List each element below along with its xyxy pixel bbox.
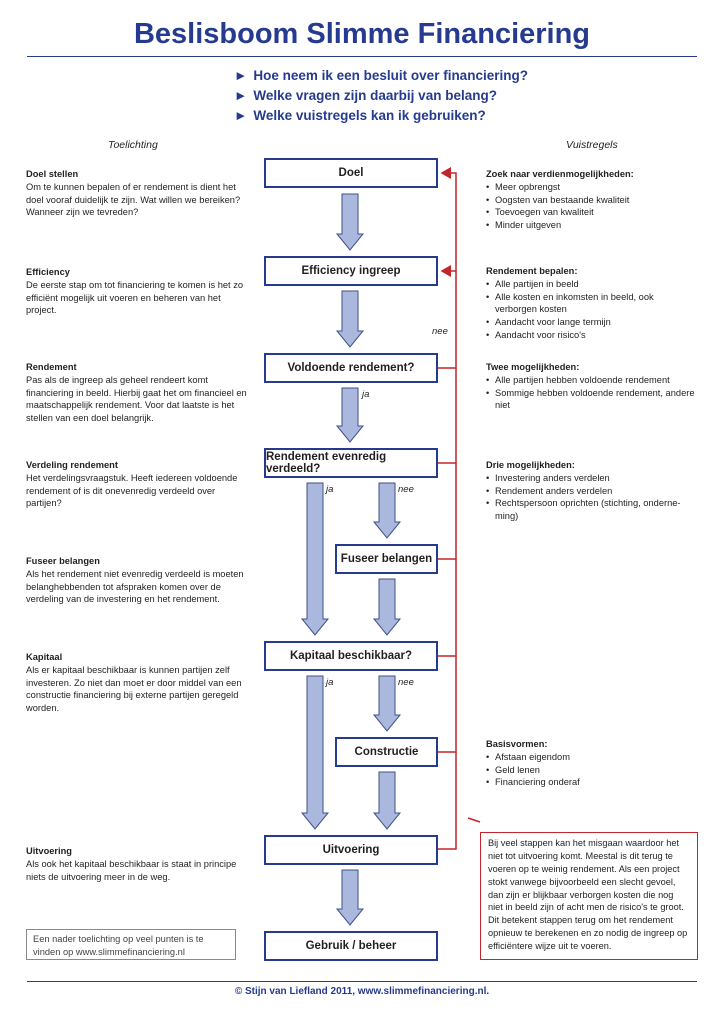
list-item: Investering anders verdelen [486, 472, 698, 485]
box-constructie: Constructie [335, 737, 438, 767]
section-text: Het verdelingsvraagstuk. Heeft iedereen … [26, 472, 238, 509]
rules-heading: Twee mogelijkheden: [486, 362, 580, 372]
box-rendement-evenredig-verdeeld: Rendement evenredig verdeeld? [264, 448, 438, 478]
rules-heading: Rendement bepalen: [486, 266, 578, 276]
section-text: Als ook het kapitaal beschikbaar is staa… [26, 858, 237, 882]
section-fuseer-belangen: Fuseer belangen Als het rendement niet e… [26, 555, 251, 606]
rules-list: Alle partijen in beeld Alle kosten en in… [486, 278, 698, 342]
list-item: Oogsten van bestaande kwaliteit [486, 194, 698, 207]
label-nee: nee [398, 677, 414, 688]
rules-heading: Drie mogelijkheden: [486, 460, 575, 470]
page-title: Beslisboom Slimme Financiering [133, 18, 591, 50]
arrow-kapitaal-to-constructie [372, 675, 402, 732]
rules-twee-mogelijkheden: Twee mogelijkheden: Alle partijen hebben… [486, 361, 698, 412]
arrow-rendement-to-verdeling [335, 387, 365, 443]
arrow-uitvoering-to-gebruik [335, 869, 365, 926]
website-note: Een nader toelichting op veel punten is … [26, 929, 236, 960]
section-heading: Efficiency [26, 267, 70, 277]
label-ja: ja [326, 677, 334, 688]
label-nee: nee [432, 326, 448, 337]
section-kapitaal: Kapitaal Als er kapitaal beschikbaar is … [26, 651, 251, 715]
label-ja: ja [362, 389, 370, 400]
footer-credit: © Stijn van Liefland 2011, www.slimmefin… [234, 986, 490, 997]
section-verdeling-rendement: Verdeling rendement Het verdelingsvraags… [26, 459, 251, 510]
list-item: Aandacht voor lange termijn [486, 316, 698, 329]
rules-basisvormen: Basisvormen: Afstaan eigendom Geld lenen… [486, 738, 698, 789]
box-voldoende-rendement: Voldoende rendement? [264, 353, 438, 383]
box-fuseer-belangen: Fuseer belangen [335, 544, 438, 574]
list-item: Sommige hebben voldoende rendement, ande… [486, 387, 698, 413]
arrow-efficiency-to-rendement [335, 290, 365, 348]
list-item: Alle partijen in beeld [486, 278, 698, 291]
triangle-bullet-icon: ► [234, 68, 248, 83]
section-text: Pas als de ingreep als geheel rendeert k… [26, 374, 247, 424]
section-heading: Uitvoering [26, 846, 72, 856]
list-item: Meer opbrengst [486, 181, 698, 194]
section-text: De eerste stap om tot financiering te ko… [26, 279, 244, 316]
section-rendement: Rendement Pas als de ingreep als geheel … [26, 361, 251, 425]
rules-verdienmogelijkheden: Zoek naar verdienmogelijkheden: Meer opb… [486, 168, 698, 232]
question-2: ►Welke vragen zijn daarbij van belang? [234, 88, 497, 103]
left-column-heading: Toelichting [108, 139, 158, 151]
box-uitvoering: Uitvoering [264, 835, 438, 865]
section-heading: Doel stellen [26, 169, 79, 179]
list-item: Aandacht voor risico's [486, 329, 698, 342]
title-rule [27, 56, 697, 57]
rules-drie-mogelijkheden: Drie mogelijkheden: Investering anders v… [486, 459, 698, 523]
arrow-kapitaal-ja-to-uitvoering [300, 675, 330, 830]
rules-list: Alle partijen hebben voldoende rendement… [486, 374, 698, 412]
section-heading: Verdeling rendement [26, 460, 118, 470]
section-doel-stellen: Doel stellen Om te kunnen bepalen of er … [26, 168, 251, 219]
feedback-note: Bij veel stappen kan het misgaan waardoo… [480, 832, 698, 960]
rules-heading: Zoek naar verdienmogelijkheden: [486, 169, 634, 179]
list-item: Alle partijen hebben voldoende rendement [486, 374, 698, 387]
arrow-verdeling-ja-to-kapitaal [300, 482, 330, 636]
arrow-verdeling-to-fuseer [372, 482, 402, 539]
rules-list: Investering anders verdelen Rendement an… [486, 472, 698, 523]
footer-rule [27, 981, 697, 982]
list-item: Toevoegen van kwaliteit [486, 206, 698, 219]
arrow-doel-to-efficiency [335, 193, 365, 251]
section-efficiency: Efficiency De eerste stap om tot financi… [26, 266, 251, 317]
section-uitvoering: Uitvoering Als ook het kapitaal beschikb… [26, 845, 251, 883]
label-nee: nee [398, 484, 414, 495]
box-kapitaal-beschikbaar: Kapitaal beschikbaar? [264, 641, 438, 671]
section-text: Om te kunnen bepalen of er rendement is … [26, 181, 241, 218]
list-item: Alle kosten en inkomsten in beeld, ook v… [486, 291, 698, 317]
rules-list: Afstaan eigendom Geld lenen Financiering… [486, 751, 698, 789]
list-item: Rendement anders verdelen [486, 485, 698, 498]
box-efficiency-ingreep: Efficiency ingreep [264, 256, 438, 286]
box-gebruik-beheer: Gebruik / beheer [264, 931, 438, 961]
arrow-constructie-to-uitvoering [372, 771, 402, 830]
list-item: Minder uitgeven [486, 219, 698, 232]
section-text: Als het rendement niet evenredig verdeel… [26, 568, 244, 605]
box-doel: Doel [264, 158, 438, 188]
label-ja: ja [326, 484, 334, 495]
rules-heading: Basisvormen: [486, 739, 548, 749]
triangle-bullet-icon: ► [234, 88, 248, 103]
rules-list: Meer opbrengst Oogsten van bestaande kwa… [486, 181, 698, 232]
right-column-heading: Vuistregels [566, 139, 618, 151]
feedback-line-main [438, 167, 457, 850]
section-text: Als er kapitaal beschikbaar is kunnen pa… [26, 664, 242, 714]
rules-rendement-bepalen: Rendement bepalen: Alle partijen in beel… [486, 265, 698, 342]
triangle-bullet-icon: ► [234, 108, 248, 123]
list-item: Financiering onderaf [486, 776, 698, 789]
question-3: ►Welke vuistregels kan ik gebruiken? [234, 108, 486, 123]
list-item: Geld lenen [486, 764, 698, 777]
list-item: Rechtspersoon oprichten (stichting, onde… [486, 497, 698, 523]
list-item: Afstaan eigendom [486, 751, 698, 764]
section-heading: Fuseer belangen [26, 556, 100, 566]
section-heading: Rendement [26, 362, 77, 372]
section-heading: Kapitaal [26, 652, 63, 662]
feedback-from-note [467, 817, 481, 823]
arrow-fuseer-to-kapitaal [372, 578, 402, 636]
question-1: ►Hoe neem ik een besluit over financieri… [234, 68, 528, 83]
